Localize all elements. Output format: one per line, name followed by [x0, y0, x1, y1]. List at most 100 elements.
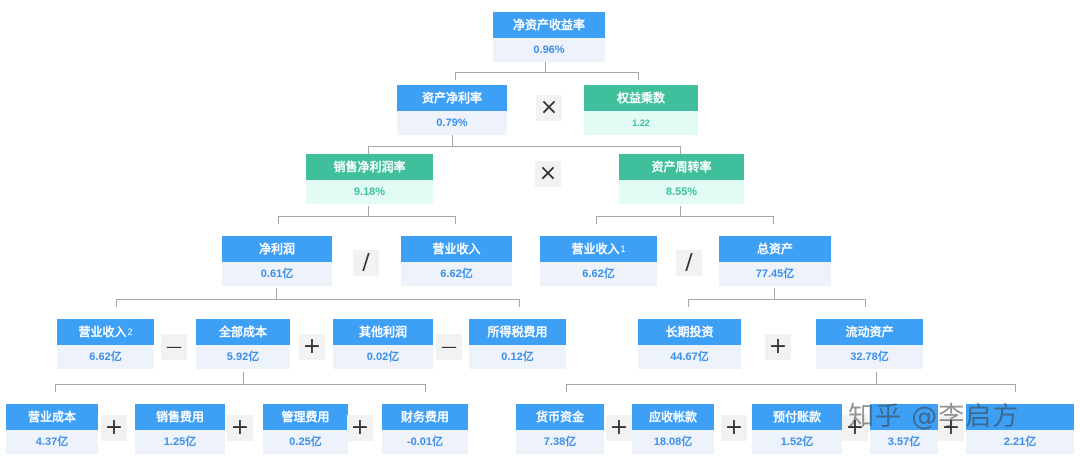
connector-line	[680, 146, 681, 154]
node-label: 预付账款	[752, 404, 842, 430]
plus-operator: +	[299, 334, 325, 360]
node-label: 货币资金	[516, 404, 604, 430]
node-revenue: 营业收入 6.62亿	[401, 236, 512, 286]
plus-operator: +	[842, 415, 868, 441]
plus-operator: +	[227, 415, 253, 441]
node-value: 32.78亿	[816, 345, 923, 369]
node-value: 0.25亿	[263, 430, 348, 454]
node-value: 7.38亿	[516, 430, 604, 454]
node-other-profit: 其他利润 0.02亿	[333, 319, 433, 369]
node-revenue: 营业收入1 6.62亿	[540, 236, 657, 286]
node-value: 6.62亿	[57, 345, 154, 369]
node-cash: 货币资金 7.38亿	[516, 404, 604, 454]
divide-operator: ∕	[353, 250, 379, 276]
connector-line	[1015, 384, 1016, 392]
node-label	[870, 404, 938, 430]
node-value: 1.22	[584, 111, 698, 135]
connector-line	[116, 299, 117, 307]
node-total-assets: 总资产 77.45亿	[719, 236, 831, 286]
node-label: 营业收入2	[57, 319, 154, 345]
minus-operator: —	[436, 334, 462, 360]
node-value: 2.21亿	[966, 430, 1074, 454]
connector-line	[455, 72, 456, 80]
node-label: 全部成本	[196, 319, 290, 345]
connector-line	[455, 216, 456, 224]
watermark: 知乎 @李启方	[848, 402, 1020, 432]
node-label: 营业成本	[6, 404, 98, 430]
node-roa: 资产净利率 0.79%	[397, 85, 507, 135]
node-value: 1.25亿	[135, 430, 225, 454]
node-label: 所得税费用	[469, 319, 566, 345]
node-value: 3.57亿	[870, 430, 938, 454]
minus-operator: —	[161, 334, 187, 360]
connector-line	[368, 146, 369, 154]
connector-line	[55, 384, 56, 392]
node-net-profit-margin: 销售净利润率 9.18%	[306, 154, 433, 204]
node-equity-multiplier: 权益乘数 1.22	[584, 85, 698, 135]
connector-line	[638, 72, 639, 80]
connector-line	[368, 206, 369, 216]
connector-line	[774, 288, 775, 299]
node-value: 77.45亿	[719, 262, 831, 286]
node-value: 0.02亿	[333, 345, 433, 369]
node-value: 0.61亿	[222, 262, 332, 286]
node-obscured: 2.21亿	[966, 404, 1074, 454]
plus-operator: +	[721, 415, 747, 441]
node-label: 营业收入1	[540, 236, 657, 262]
plus-operator: +	[101, 415, 127, 441]
connector-line	[688, 299, 866, 300]
node-receivables: 应收帐款 18.08亿	[632, 404, 714, 454]
connector-line	[425, 384, 426, 392]
node-label: 管理费用	[263, 404, 348, 430]
times-operator: ×	[536, 95, 562, 121]
connector-line	[865, 299, 866, 307]
footnote-mark: 1	[620, 244, 626, 254]
node-total-cost: 全部成本 5.92亿	[196, 319, 290, 369]
node-value: 9.18%	[306, 180, 433, 204]
plus-operator: +	[765, 334, 791, 360]
node-value: 6.62亿	[401, 262, 512, 286]
node-roe: 净资产收益率 0.96%	[493, 12, 605, 62]
connector-line	[519, 299, 520, 307]
node-value: 6.62亿	[540, 262, 657, 286]
divide-operator: ∕	[676, 250, 702, 276]
node-sales-expense: 销售费用 1.25亿	[135, 404, 225, 454]
times-operator: ×	[535, 161, 561, 187]
connector-line	[688, 299, 689, 307]
connector-line	[876, 372, 877, 384]
connector-line	[368, 146, 681, 147]
node-label: 应收帐款	[632, 404, 714, 430]
node-value: 0.96%	[493, 38, 605, 62]
plus-operator: +	[938, 415, 964, 441]
node-label: 资产周转率	[619, 154, 744, 180]
node-label	[966, 404, 1074, 430]
node-label: 财务费用	[382, 404, 468, 430]
connector-line	[773, 216, 774, 224]
node-revenue: 营业收入2 6.62亿	[57, 319, 154, 369]
node-value: 18.08亿	[632, 430, 714, 454]
node-label: 净利润	[222, 236, 332, 262]
node-label: 权益乘数	[584, 85, 698, 111]
plus-operator: +	[347, 415, 373, 441]
plus-operator: +	[606, 415, 632, 441]
node-net-profit: 净利润 0.61亿	[222, 236, 332, 286]
node-label: 其他利润	[333, 319, 433, 345]
connector-line	[452, 128, 453, 146]
connector-line	[243, 372, 244, 384]
node-value: 1.52亿	[752, 430, 842, 454]
node-obscured: 3.57亿	[870, 404, 938, 454]
node-label: 资产净利率	[397, 85, 507, 111]
node-value: -0.01亿	[382, 430, 468, 454]
node-value: 0.79%	[397, 111, 507, 135]
connector-line	[566, 384, 567, 392]
connector-line	[680, 206, 681, 216]
node-value: 44.67亿	[638, 345, 741, 369]
node-label: 销售费用	[135, 404, 225, 430]
node-label: 营业收入	[401, 236, 512, 262]
connector-line	[276, 288, 277, 299]
connector-line	[545, 62, 546, 72]
node-current-assets: 流动资产 32.78亿	[816, 319, 923, 369]
node-label: 总资产	[719, 236, 831, 262]
connector-line	[596, 216, 597, 224]
node-value: 8.55%	[619, 180, 744, 204]
